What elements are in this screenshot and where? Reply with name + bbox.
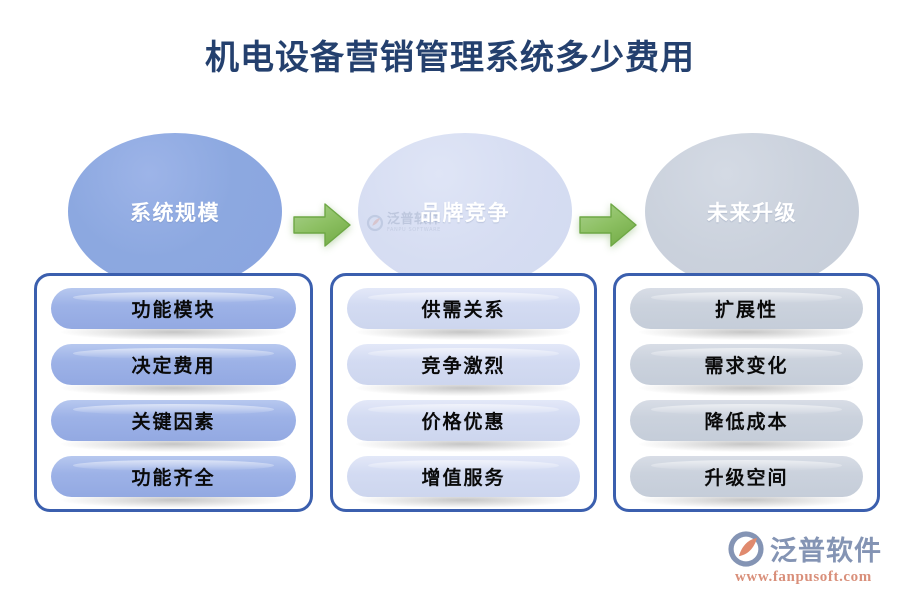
list-item[interactable]: 升级空间 — [630, 456, 863, 508]
column-frame-2: 供需关系 竞争激烈 价格优惠 增值服务 — [330, 273, 597, 512]
column-heading-1: 系统规模 — [130, 200, 220, 225]
watermark-subtitle: FANPU SOFTWARE — [387, 227, 441, 233]
column-circle-1: 系统规模 — [68, 133, 282, 290]
list-item-label: 竞争激烈 — [421, 355, 506, 377]
column-frame-3: 扩展性 需求变化 降低成本 升级空间 — [613, 273, 880, 512]
list-item[interactable]: 功能齐全 — [51, 456, 296, 508]
page-title: 机电设备营销管理系统多少费用 — [205, 38, 695, 78]
list-item-label: 功能模块 — [131, 299, 216, 321]
list-item-label: 决定费用 — [131, 355, 216, 377]
fanpu-logo-icon — [728, 530, 764, 567]
list-item[interactable]: 增值服务 — [347, 456, 580, 508]
list-item[interactable]: 决定费用 — [51, 344, 296, 396]
list-item-label: 降低成本 — [704, 411, 789, 433]
column-heading-3: 未来升级 — [707, 200, 797, 225]
list-item[interactable]: 关键因素 — [51, 400, 296, 452]
brand-logo-row: 泛普软件 — [727, 529, 882, 568]
list-item[interactable]: 需求变化 — [630, 344, 863, 396]
column-circle-2: 泛普软件 FANPU SOFTWARE 品牌竞争 — [358, 133, 572, 290]
brand-logo: 泛普软件 www.fanpusoft.com — [727, 529, 882, 586]
arrow-right-icon-1 — [292, 201, 352, 249]
list-item-label: 扩展性 — [714, 299, 778, 321]
list-item-label: 供需关系 — [421, 299, 506, 321]
list-item[interactable]: 降低成本 — [630, 400, 863, 452]
fanpu-logo-icon — [366, 214, 384, 232]
list-item-label: 功能齐全 — [131, 467, 216, 489]
list-item[interactable]: 功能模块 — [51, 288, 296, 340]
column-circle-3: 未来升级 — [645, 133, 859, 290]
list-item-label: 关键因素 — [131, 411, 216, 433]
arrow-right-icon-2 — [578, 201, 638, 249]
list-item-label: 增值服务 — [421, 467, 506, 489]
brand-url: www.fanpusoft.com — [735, 569, 872, 585]
column-frame-1: 功能模块 决定费用 关键因素 功能齐全 — [34, 273, 313, 512]
list-item[interactable]: 供需关系 — [347, 288, 580, 340]
arrow-right-icon — [579, 203, 637, 247]
list-item[interactable]: 扩展性 — [630, 288, 863, 340]
list-item-label: 价格优惠 — [421, 411, 506, 433]
list-item-label: 需求变化 — [704, 355, 789, 377]
brand-name: 泛普软件 — [770, 536, 882, 567]
column-heading-2: 品牌竞争 — [420, 200, 510, 225]
arrow-right-icon — [293, 203, 351, 247]
list-item[interactable]: 价格优惠 — [347, 400, 580, 452]
list-item[interactable]: 竞争激烈 — [347, 344, 580, 396]
list-item-label: 升级空间 — [704, 467, 789, 489]
